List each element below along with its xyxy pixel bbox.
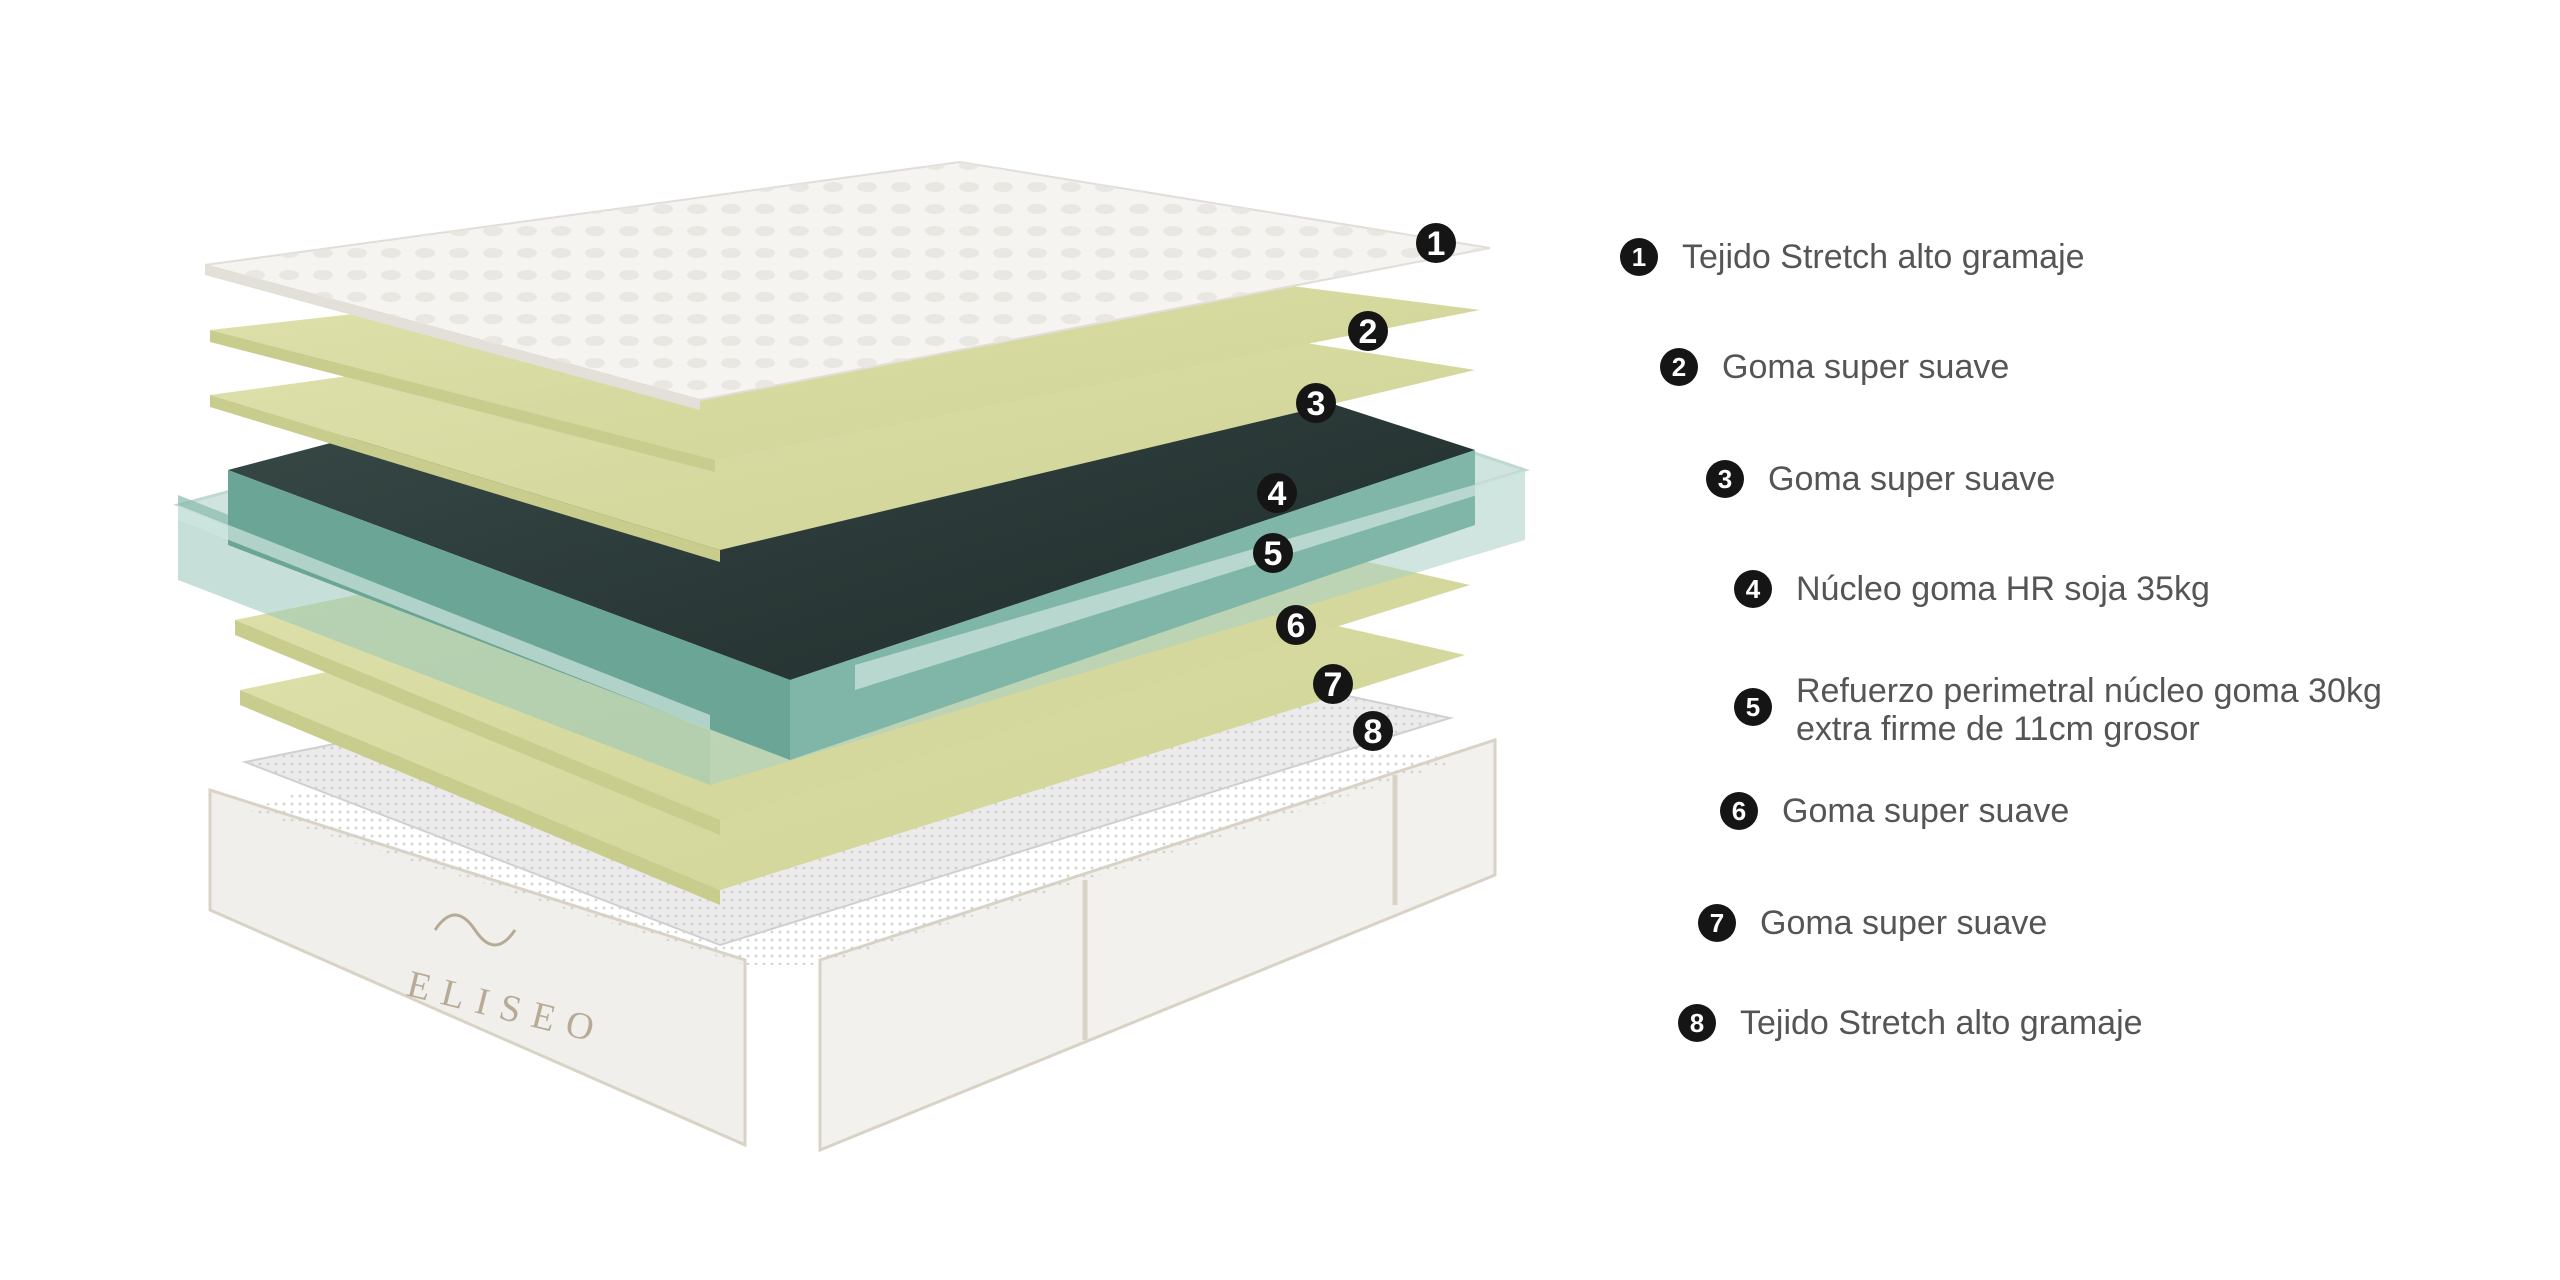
legend-label-line2: extra firme de 11cm grosor [1796,710,2200,748]
marker-8: 8 [1353,711,1393,751]
legend-badge: 4 [1734,570,1772,608]
svg-text:2: 2 [1359,313,1378,351]
legend-item-6: 6 Goma super suave [1720,792,2069,830]
legend-item-4: 4 Núcleo goma HR soja 35kg [1734,570,2210,608]
legend-item-2: 2 Goma super suave [1660,348,2009,386]
legend-label: Tejido Stretch alto gramaje [1682,238,2085,276]
legend-item-8: 8 Tejido Stretch alto gramaje [1678,1004,2143,1042]
legend-badge: 6 [1720,792,1758,830]
svg-text:3: 3 [1307,385,1326,423]
legend-badge: 1 [1620,238,1658,276]
marker-6: 6 [1276,605,1316,645]
svg-text:8: 8 [1364,713,1383,751]
marker-1: 1 [1416,223,1456,263]
svg-text:5: 5 [1264,535,1283,573]
legend-item-7: 7 Goma super suave [1698,904,2047,942]
svg-text:4: 4 [1268,475,1287,513]
legend-item-5: 5 Refuerzo perimetral núcleo goma 30kg e… [1734,672,2382,748]
svg-text:1: 1 [1427,225,1446,263]
marker-5: 5 [1253,533,1293,573]
legend-badge: 7 [1698,904,1736,942]
svg-text:6: 6 [1287,607,1306,645]
legend-label: Goma super suave [1782,792,2070,830]
legend-item-1: 1 Tejido Stretch alto gramaje [1620,238,2085,276]
marker-3: 3 [1296,383,1336,423]
svg-text:7: 7 [1324,666,1343,704]
legend-badge: 5 [1734,688,1772,726]
legend-badge: 3 [1706,460,1744,498]
legend-label: Goma super suave [1760,904,2048,942]
mattress-layers-diagram: ELISEO [173,160,1530,1153]
layer-1-cover [204,160,1491,410]
legend-badge: 8 [1678,1004,1716,1042]
marker-2: 2 [1348,311,1388,351]
marker-7: 7 [1313,664,1353,704]
legend-badge: 2 [1660,348,1698,386]
legend-item-3: 3 Goma super suave [1706,460,2055,498]
legend-label: Tejido Stretch alto gramaje [1740,1004,2143,1042]
legend-label: Refuerzo perimetral núcleo goma 30kg [1796,672,2382,710]
legend-label: Goma super suave [1768,460,2056,498]
legend-label: Núcleo goma HR soja 35kg [1796,570,2210,608]
legend-label: Goma super suave [1722,348,2010,386]
marker-4: 4 [1257,473,1297,513]
